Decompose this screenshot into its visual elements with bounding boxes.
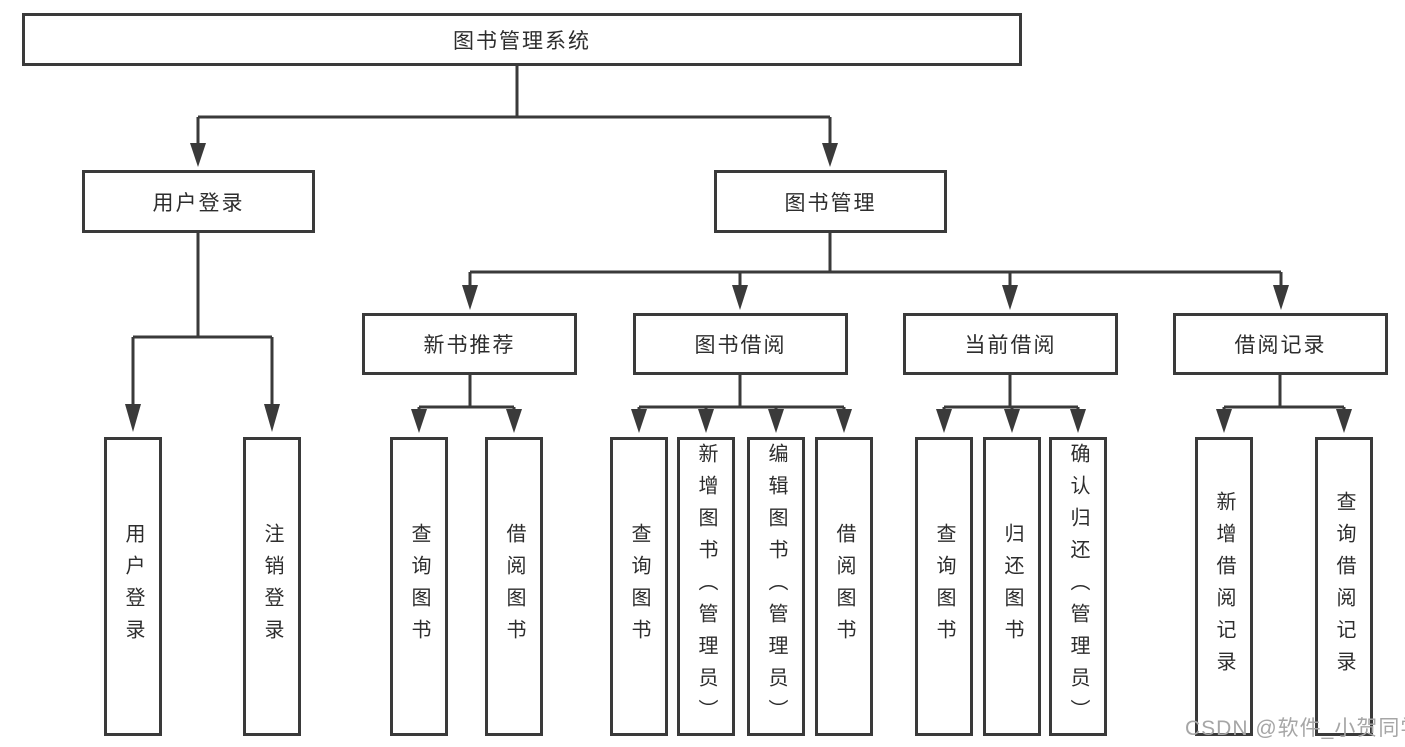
node-current-borrowing-label: 当前借阅 (964, 334, 1057, 357)
node-borrowing-records: 借阅记录 (1173, 313, 1388, 375)
node-book-management-label: 图书管理 (784, 191, 877, 215)
node-new-book-recommendation: 新书推荐 (362, 313, 577, 375)
node-book-borrowing: 图书借阅 (633, 313, 848, 375)
leaf-borrow-books-borrowing-label: 借阅图书 (833, 522, 855, 651)
leaf-query-books-borrowing-label: 查询图书 (628, 522, 650, 651)
leaf-borrow-books-recommend-label: 借阅图书 (503, 522, 525, 651)
leaf-query-books-recommend-label: 查询图书 (408, 522, 430, 651)
leaf-edit-book-admin-label: 编辑图书（管理员） (765, 442, 787, 731)
node-user-login: 用户登录 (82, 170, 315, 233)
leaf-query-books-current-label: 查询图书 (933, 522, 955, 651)
watermark: CSDN @软件_小贺同学 (1185, 717, 1405, 740)
node-new-book-recommendation-label: 新书推荐 (423, 334, 516, 357)
leaf-query-borrow-record-label: 查询借阅记录 (1333, 490, 1355, 683)
leaf-add-book-admin-label: 新增图书（管理员） (695, 442, 717, 731)
node-current-borrowing: 当前借阅 (903, 313, 1118, 375)
leaf-query-books-current: 查询图书 (915, 437, 973, 736)
node-book-management: 图书管理 (714, 170, 947, 233)
leaf-add-borrow-record: 新增借阅记录 (1195, 437, 1253, 736)
leaf-query-borrow-record: 查询借阅记录 (1315, 437, 1373, 736)
node-library-management-system-label: 图书管理系统 (453, 29, 591, 53)
leaf-confirm-return-admin: 确认归还（管理员） (1049, 437, 1107, 736)
leaf-query-books-recommend: 查询图书 (390, 437, 448, 736)
node-library-management-system: 图书管理系统 (22, 13, 1022, 66)
leaf-user-login-label: 用户登录 (122, 522, 144, 651)
leaf-user-login: 用户登录 (104, 437, 162, 736)
leaf-add-borrow-record-label: 新增借阅记录 (1213, 490, 1235, 683)
leaf-query-books-borrowing: 查询图书 (610, 437, 668, 736)
arrowhead-icons (125, 143, 1352, 433)
node-borrowing-records-label: 借阅记录 (1234, 334, 1327, 357)
leaf-confirm-return-admin-label: 确认归还（管理员） (1067, 442, 1089, 731)
leaf-borrow-books-recommend: 借阅图书 (485, 437, 543, 736)
leaf-logout: 注销登录 (243, 437, 301, 736)
leaf-edit-book-admin: 编辑图书（管理员） (747, 437, 805, 736)
leaf-borrow-books-borrowing: 借阅图书 (815, 437, 873, 736)
leaf-add-book-admin: 新增图书（管理员） (677, 437, 735, 736)
node-user-login-label: 用户登录 (152, 191, 245, 215)
leaf-return-book-label: 归还图书 (1001, 522, 1023, 651)
leaf-logout-label: 注销登录 (261, 522, 283, 651)
leaf-return-book: 归还图书 (983, 437, 1041, 736)
node-book-borrowing-label: 图书借阅 (694, 334, 787, 357)
